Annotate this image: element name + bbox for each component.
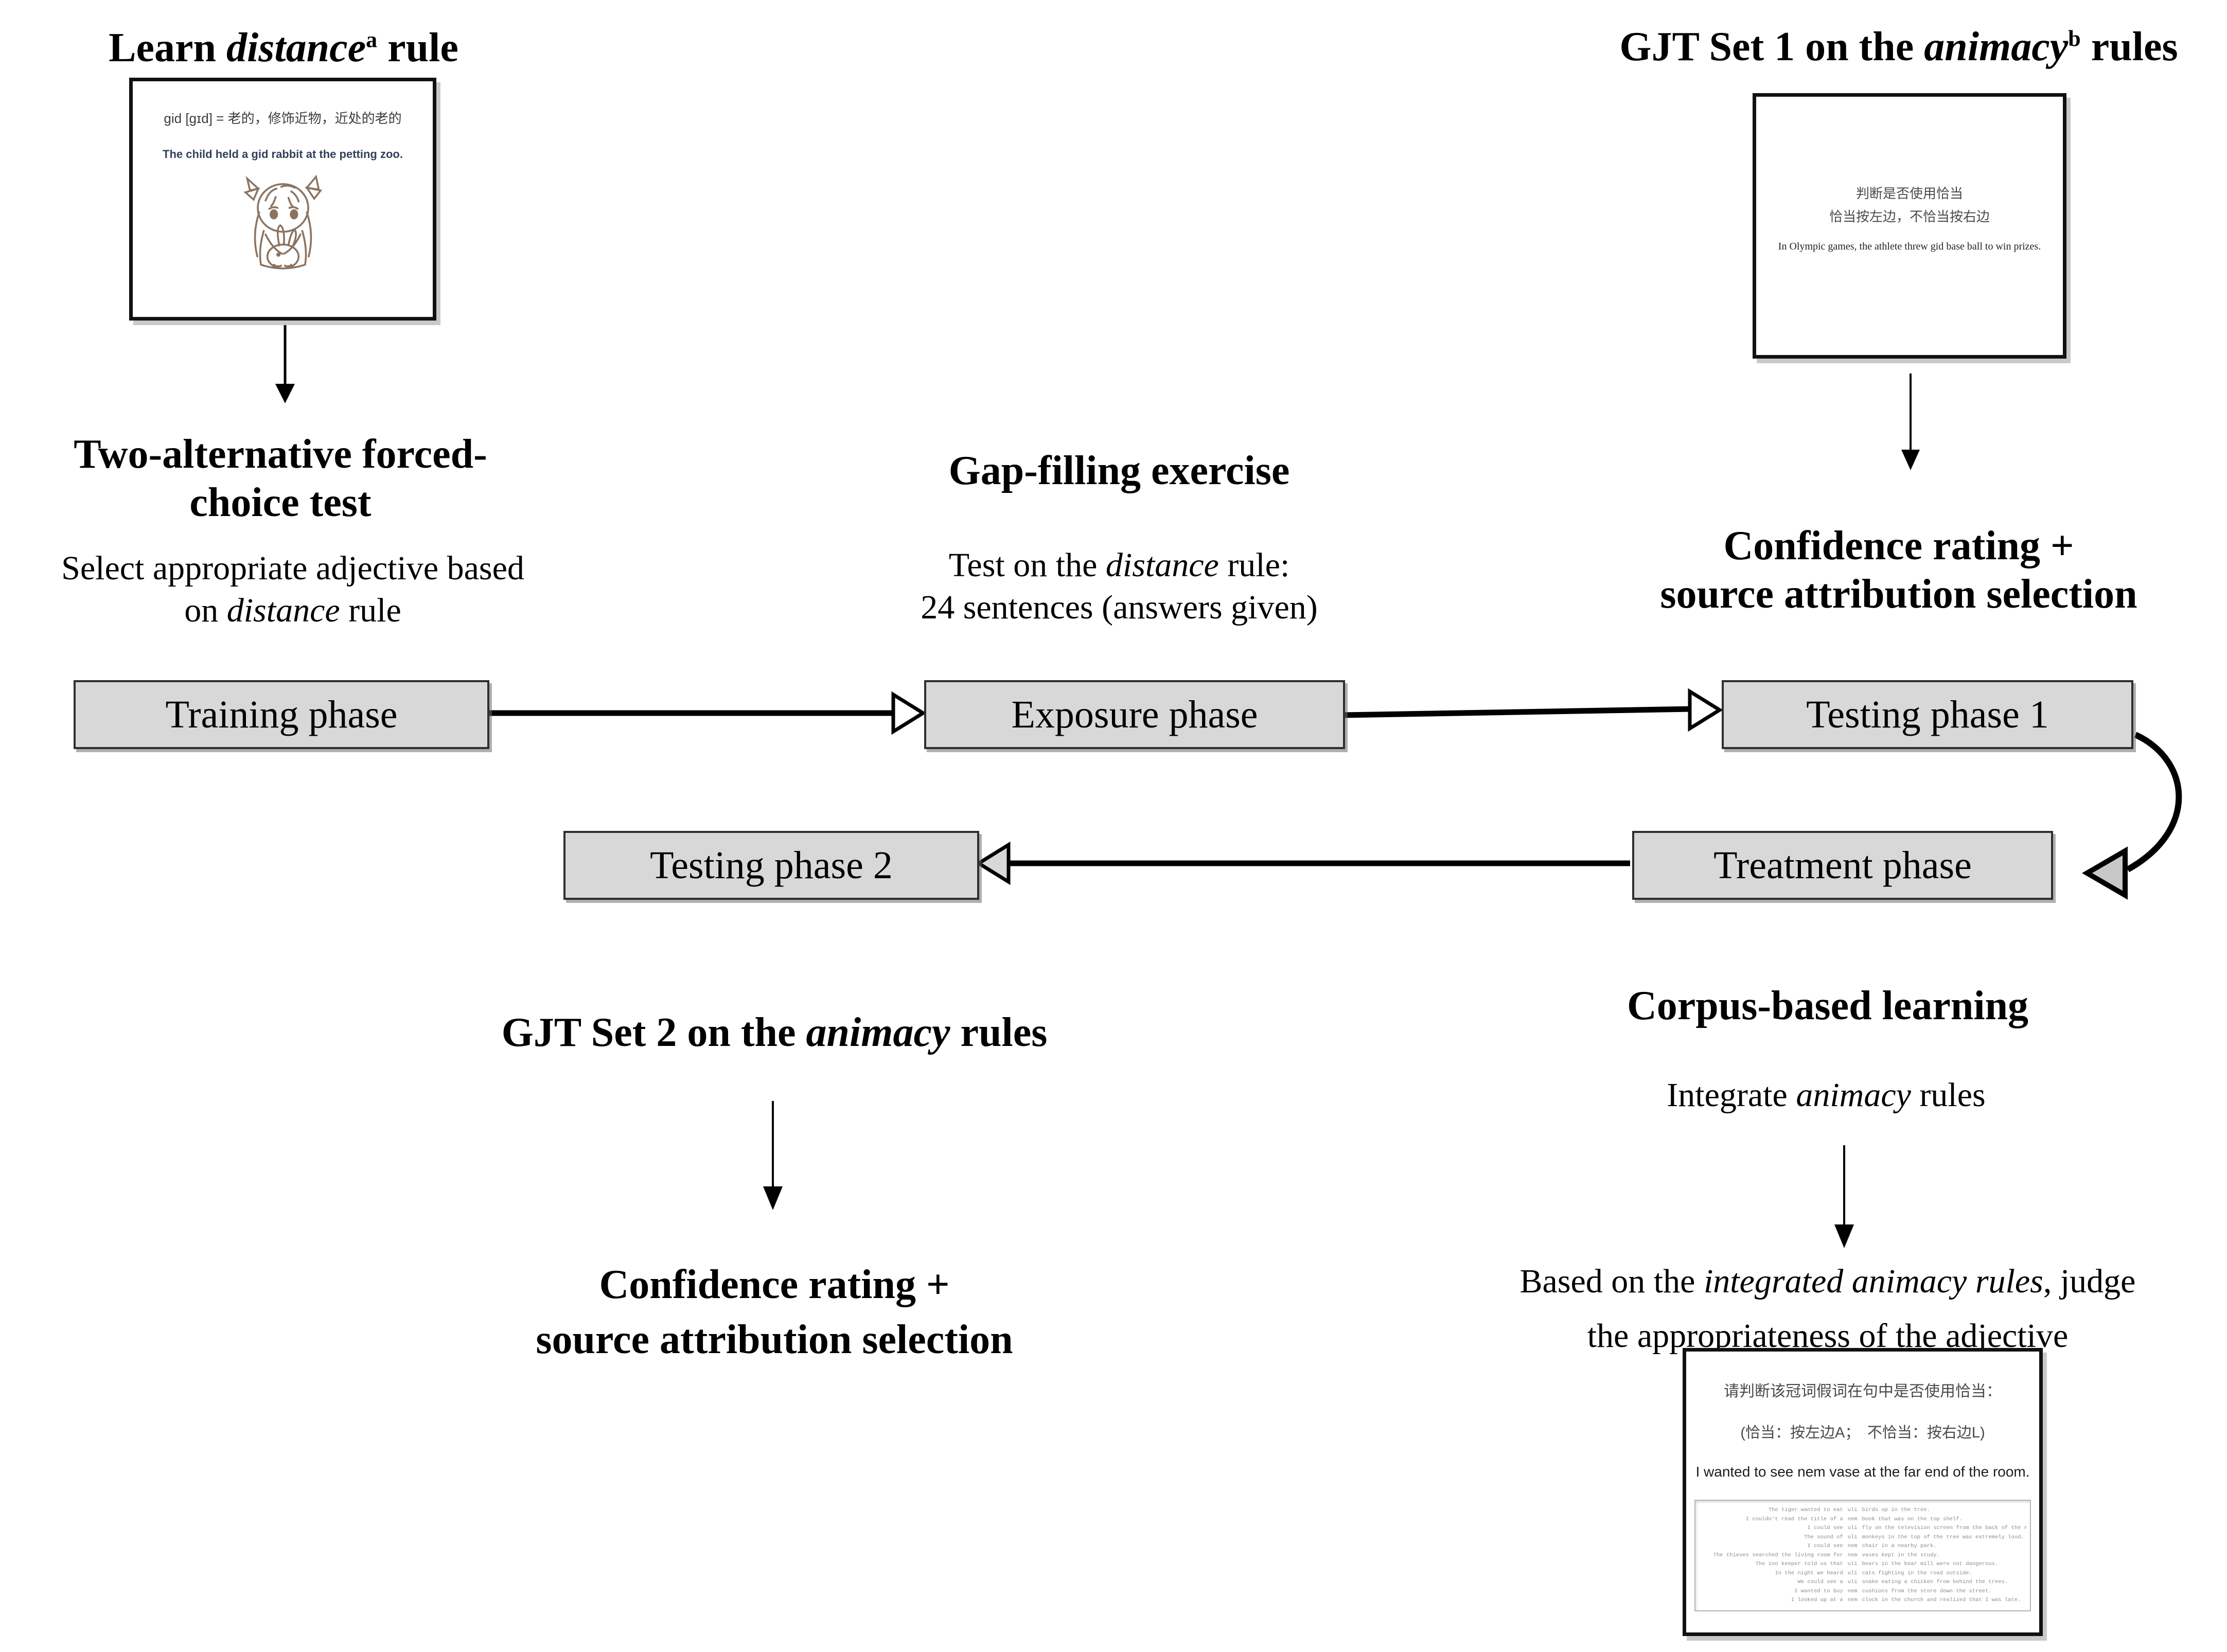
judge-text-line1: Based on the integrated animacy rules, j…	[1519, 1263, 2136, 1300]
confidence-rating-heading-1: Confidence rating + source attribution s…	[1590, 522, 2207, 619]
testing-phase-1-label: Testing phase 1	[1806, 692, 2049, 736]
exposure-phase-box: Exposure phase	[924, 680, 1345, 749]
training-phase-box: Training phase	[74, 680, 489, 749]
arrow-corpus-to-judgement	[1834, 1145, 1854, 1248]
judge-appropriateness-text: Based on the integrated animacy rules, j…	[1442, 1254, 2214, 1363]
corpus-learning-stimulus-card: 请判断该冠词假词在句中是否使用恰当： (恰当：按左边A； 不恰当：按右边L) I…	[1683, 1348, 2043, 1636]
training-phase-label: Training phase	[165, 692, 398, 736]
corpus-based-learning-heading: Corpus-based learning	[1627, 983, 2029, 1028]
gjt-set1-title: GJT Set 1 on the animacyb rules	[1619, 24, 2178, 69]
gjt-set1-stimulus-card: 判断是否使用恰当 恰当按左边，不恰当按右边 In Olympic games, …	[1753, 93, 2066, 359]
confidence-heading1-line1: Confidence rating +	[1723, 523, 2074, 569]
gjt-sentence-row: The thieves searched the living room for…	[1713, 1552, 1940, 1558]
confidence-rating-heading-2: Confidence rating + source attribution s…	[414, 1257, 1135, 1367]
arrow-card1-to-tafc	[275, 324, 295, 403]
treatment-phase-label: Treatment phase	[1713, 843, 1972, 887]
tafc-description-line1: Select appropriate adjective based	[61, 549, 524, 587]
arrow-treatment-to-testing2	[975, 841, 1630, 885]
integrate-animacy-rules-text: Integrate animacy rules	[1667, 1076, 1986, 1114]
arrow-card2-to-confidence	[1901, 374, 1920, 470]
gap-filling-heading: Gap-filling exercise	[948, 448, 1290, 493]
gap-filling-description-line2: 24 sentences (answers given)	[921, 588, 1318, 626]
gid-definition-text: gid [gɪd] = 老的，修饰近物，近处的老的	[164, 111, 402, 126]
confidence-heading1-line2: source attribution selection	[1660, 572, 2137, 617]
gjt1-instruction-line1: 判断是否使用恰当	[1855, 186, 1963, 201]
gid-example-sentence: The child held a gid rabbit at the petti…	[163, 148, 403, 161]
tafc-description: Select appropriate adjective based on di…	[0, 547, 586, 632]
confidence-heading2-line1: Confidence rating +	[599, 1262, 950, 1307]
gjt2-instruction-line2: (恰当：按左边A； 不恰当：按右边L)	[1740, 1425, 1985, 1441]
learn-distance-rule-title: Learn distancea rule	[109, 25, 458, 70]
tafc-heading-line2: choice test	[189, 480, 372, 526]
gjt1-instruction-line2: 恰当按左边，不恰当按右边	[1829, 209, 1990, 224]
girl-holding-rabbit-illustration	[243, 174, 322, 270]
arrow-testing1-to-treatment-curve	[2082, 732, 2182, 900]
testing-phase-1-box: Testing phase 1	[1722, 680, 2133, 749]
tafc-description-line2: on distance rule	[184, 591, 401, 629]
arrow-training-to-exposure	[486, 691, 927, 735]
gjt2-example-sentence: I wanted to see nem vase at the far end …	[1695, 1464, 2030, 1480]
treatment-phase-box: Treatment phase	[1632, 831, 2053, 900]
testing-phase-2-label: Testing phase 2	[650, 843, 893, 887]
tafc-heading-line1: Two-alternative forced-	[74, 432, 487, 477]
gap-filling-description: Test on the distance rule: 24 sentences …	[785, 544, 1454, 629]
confidence-heading2-line2: source attribution selection	[536, 1317, 1013, 1363]
gjt-set2-title: GJT Set 2 on the animacy rules	[501, 1010, 1048, 1055]
arrow-gjt2-to-confidence	[763, 1101, 783, 1210]
arrow-exposure-to-testing1	[1341, 688, 1723, 732]
distance-rule-stimulus-card: gid [gɪd] = 老的，修饰近物，近处的老的 The child held…	[129, 78, 436, 321]
testing-phase-2-box: Testing phase 2	[563, 831, 979, 900]
exposure-phase-label: Exposure phase	[1011, 692, 1258, 736]
tafc-test-heading: Two-alternative forced- choice test	[0, 430, 563, 527]
gap-filling-description-line1: Test on the distance rule:	[948, 546, 1290, 584]
gjt2-instruction-line1: 请判断该冠词假词在句中是否使用恰当：	[1724, 1383, 2002, 1400]
gjt1-example-sentence: In Olympic games, the athlete threw gid …	[1778, 241, 2041, 252]
